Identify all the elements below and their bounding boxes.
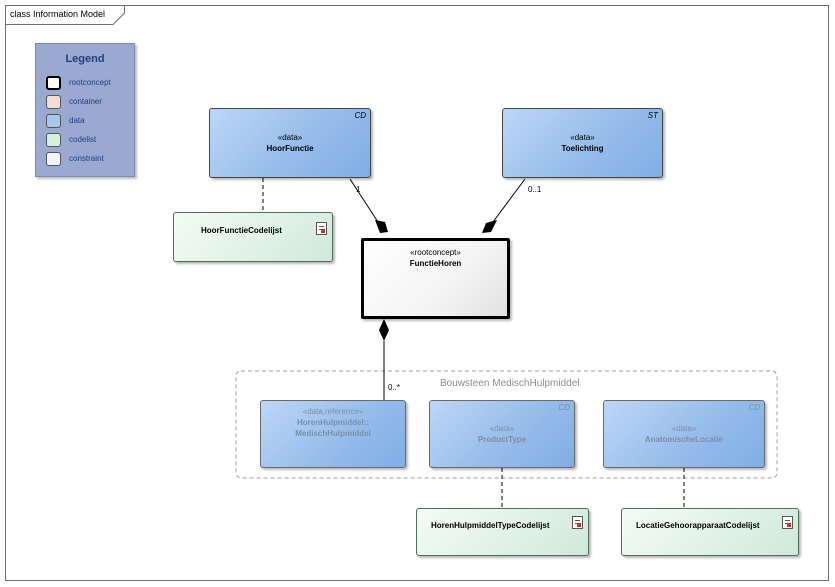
codelist-name: LocatieGehoorapparaatCodelijst <box>636 521 760 530</box>
class-name: HoorFunctie <box>266 144 314 153</box>
association-toelichting-line <box>492 178 526 223</box>
class-stereotype: «rootconcept» <box>410 248 461 257</box>
frame-title-tab <box>5 5 125 25</box>
package-label: Bouwsteen MedischHulpmiddel <box>440 378 580 389</box>
class-anatomischelocatie[interactable]: CD «data» AnatomischeLocatie <box>603 400 765 468</box>
legend-label: data <box>69 116 85 125</box>
datatype-tag: ST <box>647 111 658 120</box>
document-icon <box>782 516 793 529</box>
codelist-name: HoorFunctieCodelijst <box>201 226 282 235</box>
class-name: FunctieHoren <box>409 259 462 268</box>
frame-title: class Information Model <box>10 9 106 19</box>
class-name: Toelichting <box>561 144 604 153</box>
class-medischhulpmiddel[interactable]: «data,reference» HorenHulpmiddel:: Medis… <box>260 400 406 468</box>
aggregation-diamond-medischhulpmiddel <box>379 319 389 341</box>
association-hoorfunctie-line <box>349 178 379 223</box>
class-name: AnatomischeLocatie <box>644 435 724 444</box>
codelist-locatiegehoorapparaatcodelijst[interactable]: LocatieGehoorapparaatCodelijst <box>621 508 799 556</box>
legend-label: rootconcept <box>69 78 111 87</box>
class-name-line1: HorenHulpmiddel:: <box>297 418 369 427</box>
datatype-tag: CD <box>748 403 760 412</box>
legend-swatch-container <box>46 95 61 109</box>
legend-title: Legend <box>65 53 105 65</box>
multiplicity-toelichting: 0..1 <box>528 185 542 194</box>
diagram-frame <box>5 5 829 581</box>
legend-swatch-constraint <box>46 152 61 166</box>
codelist-hoorfunctiecodelijst[interactable]: HoorFunctieCodelijst <box>173 212 333 262</box>
class-stereotype: «data» <box>671 424 697 433</box>
legend-swatch-rootconcept <box>46 76 61 90</box>
legend-label: constraint <box>69 154 104 163</box>
aggregation-diamond-hoorfunctie <box>375 220 388 233</box>
codelist-horenhulpmiddeltypecodelijst[interactable]: HorenHulpmiddelTypeCodelijst <box>416 508 589 556</box>
class-stereotype: «data» <box>277 133 303 142</box>
class-stereotype: «data» <box>489 424 515 433</box>
legend-swatch-data <box>46 114 61 128</box>
legend-swatch-codelist <box>46 133 61 147</box>
class-stereotype: «data,reference» <box>302 407 364 416</box>
document-icon <box>572 516 583 529</box>
class-stereotype: «data» <box>570 133 595 142</box>
multiplicity-medischhulpmiddel: 0..* <box>388 383 401 392</box>
codelist-name: HorenHulpmiddelTypeCodelijst <box>431 521 550 530</box>
legend-panel: Legend rootconcept container data codeli… <box>35 43 135 177</box>
legend-label: codelist <box>69 135 97 144</box>
legend-label: container <box>69 97 102 106</box>
datatype-tag: CD <box>354 111 366 120</box>
datatype-tag: CD <box>558 403 570 412</box>
multiplicity-hoorfunctie: 1 <box>356 185 361 194</box>
class-name-line2: MedischHulpmiddel <box>295 429 371 438</box>
aggregation-diamond-toelichting <box>482 220 497 233</box>
class-producttype[interactable]: CD «data» ProductType <box>429 400 575 468</box>
class-hoorfunctie[interactable]: CD «data» HoorFunctie <box>209 108 371 178</box>
class-functiehoren[interactable]: «rootconcept» FunctieHoren <box>361 238 510 319</box>
class-name: ProductType <box>477 435 527 444</box>
document-icon <box>316 222 327 235</box>
class-toelichting[interactable]: ST «data» Toelichting <box>502 108 663 178</box>
